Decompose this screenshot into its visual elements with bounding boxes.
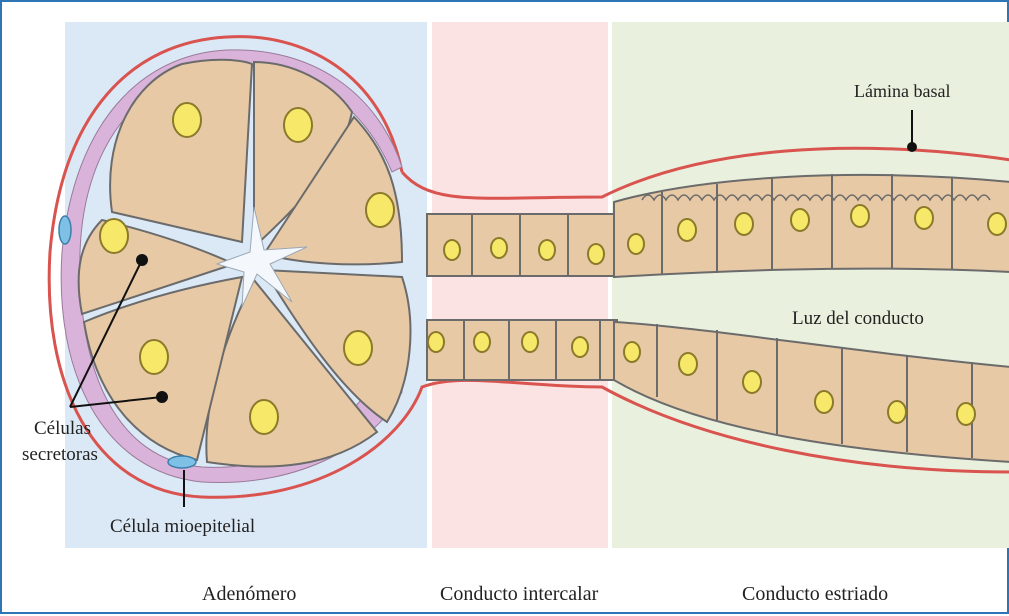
region-intercalar-background xyxy=(432,22,608,548)
myoepithelial-cell xyxy=(168,456,196,468)
leader-dot xyxy=(908,143,916,151)
label-luz-conducto: Luz del conducto xyxy=(792,308,924,329)
label-lamina-basal: Lámina basal xyxy=(854,81,950,101)
region-label-conducto-intercalar: Conducto intercalar xyxy=(440,583,599,605)
label-secretoras: secretoras xyxy=(22,444,98,465)
myoepithelial-cell xyxy=(59,216,71,244)
region-label-adenomero: Adenómero xyxy=(202,583,296,605)
label-celulas: Células xyxy=(34,418,91,439)
label-celula-mioepitelial: Célula mioepitelial xyxy=(110,516,255,537)
leader-dot xyxy=(137,255,147,265)
region-label-conducto-estriado: Conducto estriado xyxy=(742,583,888,605)
leader-dot xyxy=(157,392,167,402)
